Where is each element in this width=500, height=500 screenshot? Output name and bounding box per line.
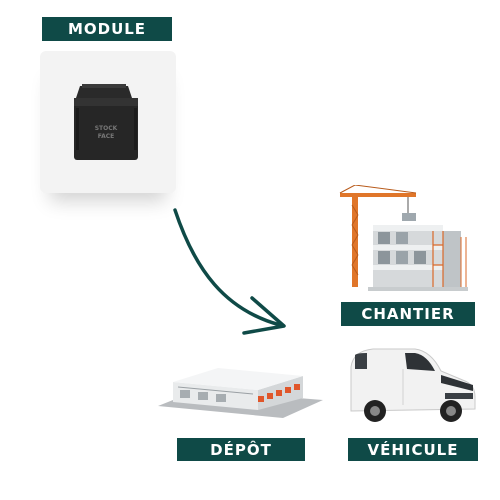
module-card: STOCK FACE bbox=[40, 51, 176, 193]
construction-site-crane-image bbox=[339, 185, 468, 291]
warehouse-building-image bbox=[158, 368, 323, 418]
module-label: MODULE bbox=[42, 17, 172, 41]
obd-tracker-device-image: STOCK FACE bbox=[74, 84, 138, 160]
vehicule-label: VÉHICULE bbox=[348, 438, 478, 461]
device-brand-line-2: FACE bbox=[98, 133, 115, 140]
chantier-label: CHANTIER bbox=[341, 302, 475, 326]
depot-label: DÉPÔT bbox=[177, 438, 305, 461]
device-brand-line-1: STOCK bbox=[95, 125, 118, 132]
white-van-image bbox=[350, 348, 476, 422]
